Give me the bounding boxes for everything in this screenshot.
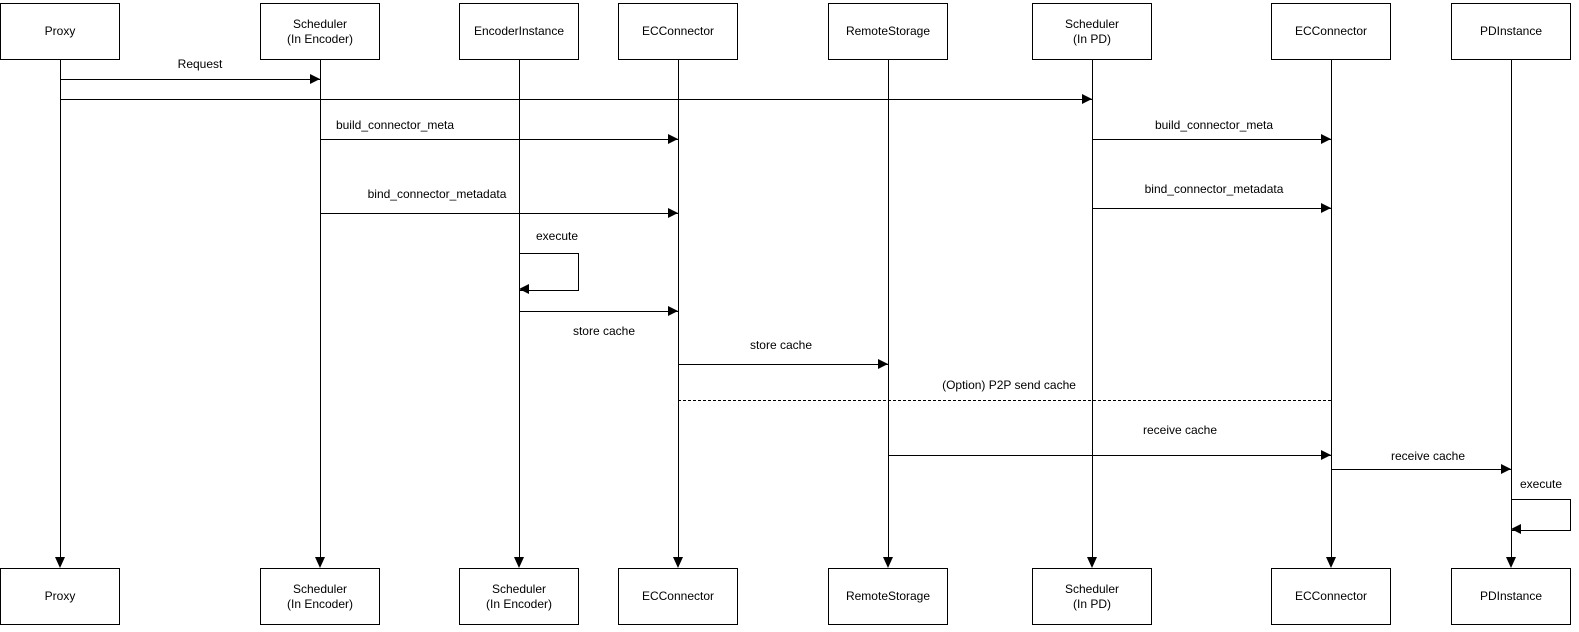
arrow-down-icon [55,557,65,568]
message-label-store-cache-remote: store cache [749,338,813,352]
actor-top-proxy: Proxy [0,3,120,60]
actor-top-remotestorage: RemoteStorage [828,3,948,60]
message-label-receive-cache-remote: receive cache [1142,423,1218,437]
self-loop-execute-encoder [519,253,579,291]
arrow-right-icon [878,359,888,369]
actor-bottom-ecconnector-pd: ECConnector [1271,568,1391,625]
arrow-right-icon [1321,450,1331,460]
message-line-unlabeled [60,99,1092,100]
arrow-right-icon [1321,203,1331,213]
actor-label: PDInstance [1479,589,1543,603]
actor-label: RemoteStorage [845,24,931,38]
actor-label: ECConnector [641,24,715,38]
message-line-build-connector-meta [320,139,678,140]
message-label-bind-connector-metadata-pd: bind_connector_metadata [1144,182,1284,196]
lifeline-ecconnector-pd [1330,60,1332,557]
message-line-bind-connector-metadata-pd [1092,208,1331,209]
arrow-right-icon [1082,94,1092,104]
arrow-down-icon [883,557,893,568]
actor-label: Scheduler (In PD) [1064,16,1120,46]
message-label-receive-cache-pd: receive cache [1390,449,1466,463]
arrow-down-icon [514,557,524,568]
message-line-bind-connector-metadata [320,213,678,214]
lifeline-scheduler-pd [1091,60,1093,557]
actor-label: Proxy [44,589,76,603]
message-label-store-cache-encoder: store cache [572,324,636,338]
actor-top-pdinstance: PDInstance [1451,3,1571,60]
arrow-left-icon [1511,524,1521,534]
actor-label: PDInstance [1479,24,1543,38]
arrow-right-icon [1321,134,1331,144]
message-label-bind-connector-metadata: bind_connector_metadata [367,187,507,201]
arrow-right-icon [310,74,320,84]
message-line-receive-cache-remote [888,455,1331,456]
actor-bottom-ecconnector: ECConnector [618,568,738,625]
arrow-left-icon [519,284,529,294]
actor-bottom-proxy: Proxy [0,568,120,625]
self-loop-execute-pd [1511,499,1571,531]
lifeline-encoderinstance [518,60,520,557]
message-line-request [60,79,320,80]
arrow-down-icon [315,557,325,568]
actor-top-encoderinstance: EncoderInstance [459,3,579,60]
actor-top-ecconnector: ECConnector [618,3,738,60]
message-label-request: Request [177,57,223,71]
actor-top-scheduler-encoder: Scheduler (In Encoder) [260,3,380,60]
lifeline-scheduler-encoder [319,60,321,557]
message-line-store-cache-encoder [519,311,678,312]
actor-label: Scheduler (In Encoder) [286,16,354,46]
actor-bottom-scheduler-encoder: Scheduler (In Encoder) [260,568,380,625]
actor-bottom-scheduler-encoder-2: Scheduler (In Encoder) [459,568,579,625]
arrow-down-icon [673,557,683,568]
actor-bottom-remotestorage: RemoteStorage [828,568,948,625]
arrow-down-icon [1087,557,1097,568]
lifeline-ecconnector [677,60,679,557]
actor-top-scheduler-pd: Scheduler (In PD) [1032,3,1152,60]
message-line-store-cache-remote [678,364,888,365]
arrow-right-icon [668,306,678,316]
arrow-down-icon [1326,557,1336,568]
actor-label: EncoderInstance [473,24,565,38]
message-line-receive-cache-pd [1331,469,1511,470]
message-label-build-connector-meta-pd: build_connector_meta [1154,118,1274,132]
arrow-right-icon [668,134,678,144]
actor-label: ECConnector [1294,24,1368,38]
message-label-p2p-send-cache: (Option) P2P send cache [942,378,1076,392]
lifeline-remotestorage [887,60,889,557]
actor-bottom-scheduler-pd: Scheduler (In PD) [1032,568,1152,625]
actor-label: Proxy [44,24,76,38]
lifeline-proxy [59,60,61,557]
message-line-p2p-send-cache [678,400,1331,401]
actor-bottom-pdinstance: PDInstance [1451,568,1571,625]
actor-label: Scheduler (In Encoder) [286,581,354,611]
arrow-right-icon [1501,464,1511,474]
message-label-build-connector-meta: build_connector_meta [335,118,455,132]
arrow-right-icon [668,208,678,218]
actor-label: RemoteStorage [845,589,931,603]
message-line-build-connector-meta-pd [1092,139,1331,140]
actor-label: Scheduler (In PD) [1064,581,1120,611]
actor-label: Scheduler (In Encoder) [485,581,553,611]
message-label-execute-encoder: execute [535,229,579,243]
arrow-down-icon [1506,557,1516,568]
actor-label: ECConnector [1294,589,1368,603]
message-label-execute-pd: execute [1519,477,1563,491]
actor-label: ECConnector [641,589,715,603]
actor-top-ecconnector-pd: ECConnector [1271,3,1391,60]
lifeline-pdinstance [1510,60,1512,557]
